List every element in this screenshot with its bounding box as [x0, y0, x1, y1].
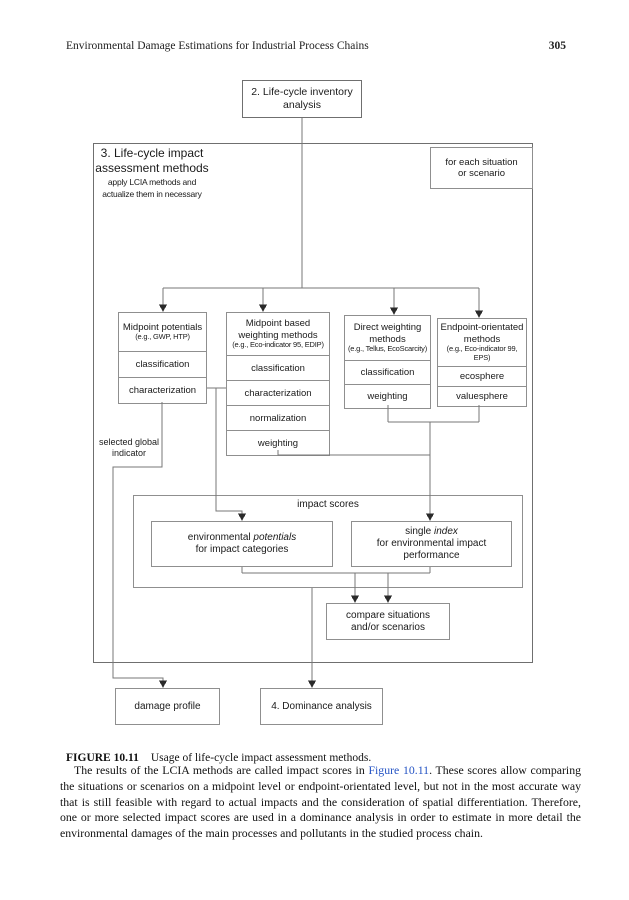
header-example: (e.g., Tellus, EcoScarcity)	[347, 343, 428, 353]
figure-caption-label: FIGURE 10.11	[66, 751, 139, 764]
compare-line1: compare situations	[346, 609, 430, 621]
dominance-analysis-box: 4. Dominance analysis	[260, 688, 383, 725]
envpot-pre: environmental	[187, 532, 254, 543]
midpoint-potentials-box: Midpoint potentials (e.g., GWP, HTP) cla…	[118, 312, 207, 404]
step-cell: classification	[227, 355, 329, 380]
sgi-line2: indicator	[111, 448, 147, 459]
step-cell: classification	[119, 351, 206, 377]
sindex-line3: performance	[403, 550, 460, 561]
situation-line1: for each situation	[445, 156, 518, 168]
selected-global-indicator-label: selected global indicator	[97, 437, 161, 460]
envpot-line2: for impact categories	[195, 544, 289, 555]
impact-scores-label: impact scores	[297, 499, 359, 510]
header-line: Midpoint based	[245, 318, 311, 330]
step-cell: classification	[345, 360, 430, 384]
page-number: 305	[548, 40, 566, 52]
sindex-line2: for environmental impact	[376, 538, 487, 549]
step-cell: weighting	[227, 430, 329, 455]
step-cell: valuesphere	[438, 386, 526, 406]
compare-line2: and/or scenarios	[351, 621, 425, 633]
midpoint-weighting-header: Midpoint based weighting methods (e.g., …	[227, 313, 329, 355]
header-line: weighting methods	[238, 329, 318, 341]
midpoint-weighting-box: Midpoint based weighting methods (e.g., …	[226, 312, 330, 456]
damage-profile-box: damage profile	[115, 688, 220, 725]
direct-weighting-box: Direct weighting methods (e.g., Tellus, …	[344, 315, 431, 409]
header-line: methods	[463, 333, 501, 345]
direct-weighting-header: Direct weighting methods (e.g., Tellus, …	[345, 316, 430, 360]
header-line: Endpoint-orientated	[440, 322, 524, 334]
paragraph-text-after: . These scores allow comparing the situa…	[60, 763, 581, 841]
inventory-analysis-box: 2. Life-cycle inventory analysis	[242, 80, 362, 118]
environmental-potentials-box: environmental potentials for impact cate…	[151, 521, 333, 567]
header-line: Midpoint potentials	[122, 321, 203, 333]
figure-caption: FIGURE 10.11 Usage of life-cycle impact a…	[66, 752, 580, 764]
envpot-italic: potentials	[253, 532, 297, 543]
figure-reference-link[interactable]: Figure 10.11	[368, 763, 430, 777]
sindex-italic: index	[434, 526, 458, 537]
step-cell: normalization	[227, 405, 329, 430]
paragraph-text-before: The results of the LCIA methods are call…	[74, 763, 369, 777]
header-line: methods	[369, 333, 406, 345]
situation-scenario-box: for each situation or scenario	[430, 147, 533, 189]
situation-line2: or scenario	[458, 168, 505, 179]
endpoint-orientated-box: Endpoint-orientated methods (e.g., Eco-i…	[437, 318, 527, 407]
inventory-line2: analysis	[283, 99, 321, 111]
inventory-line1: 2. Life-cycle inventory	[251, 86, 353, 99]
sindex-line1: single index	[405, 526, 458, 538]
compare-situations-box: compare situations and/or scenarios	[326, 603, 450, 640]
lcia-subtitle-line1: apply LCIA methods and	[107, 177, 197, 187]
step-cell: characterization	[119, 377, 206, 403]
lcia-title-line2: assessment methods	[95, 161, 209, 175]
header-example: (e.g., Eco-indicator 99,	[446, 343, 518, 353]
step-cell: characterization	[227, 380, 329, 405]
midpoint-potentials-header: Midpoint potentials (e.g., GWP, HTP)	[119, 313, 206, 351]
figure-caption-text: Usage of life-cycle impact assessment me…	[150, 751, 372, 764]
step-cell: ecosphere	[438, 366, 526, 386]
body-paragraph: The results of the LCIA methods are call…	[60, 763, 581, 842]
header-line: Direct weighting	[353, 322, 422, 334]
header-example: (e.g., GWP, HTP)	[135, 332, 190, 342]
endpoint-orientated-header: Endpoint-orientated methods (e.g., Eco-i…	[438, 319, 526, 366]
lcia-title-line1: 3. Life-cycle impact	[100, 146, 204, 160]
header-example: (e.g., Eco-indicator 95, EDIP)	[232, 339, 324, 349]
step-cell: weighting	[345, 384, 430, 408]
lcia-outer-box	[93, 143, 533, 663]
envpot-line1: environmental potentials	[188, 532, 296, 544]
running-head: Environmental Damage Estimations for Ind…	[66, 40, 369, 52]
sgi-line1: selected global	[98, 437, 160, 447]
single-index-box: single index for environmental impact pe…	[351, 521, 512, 567]
lcia-subtitle-line2: actualize them in necessary	[102, 189, 202, 200]
header-example: EPS)	[473, 352, 491, 362]
lcia-outer-title: 3. Life-cycle impact assessment methods …	[93, 146, 211, 200]
sindex-pre: single	[405, 526, 434, 537]
